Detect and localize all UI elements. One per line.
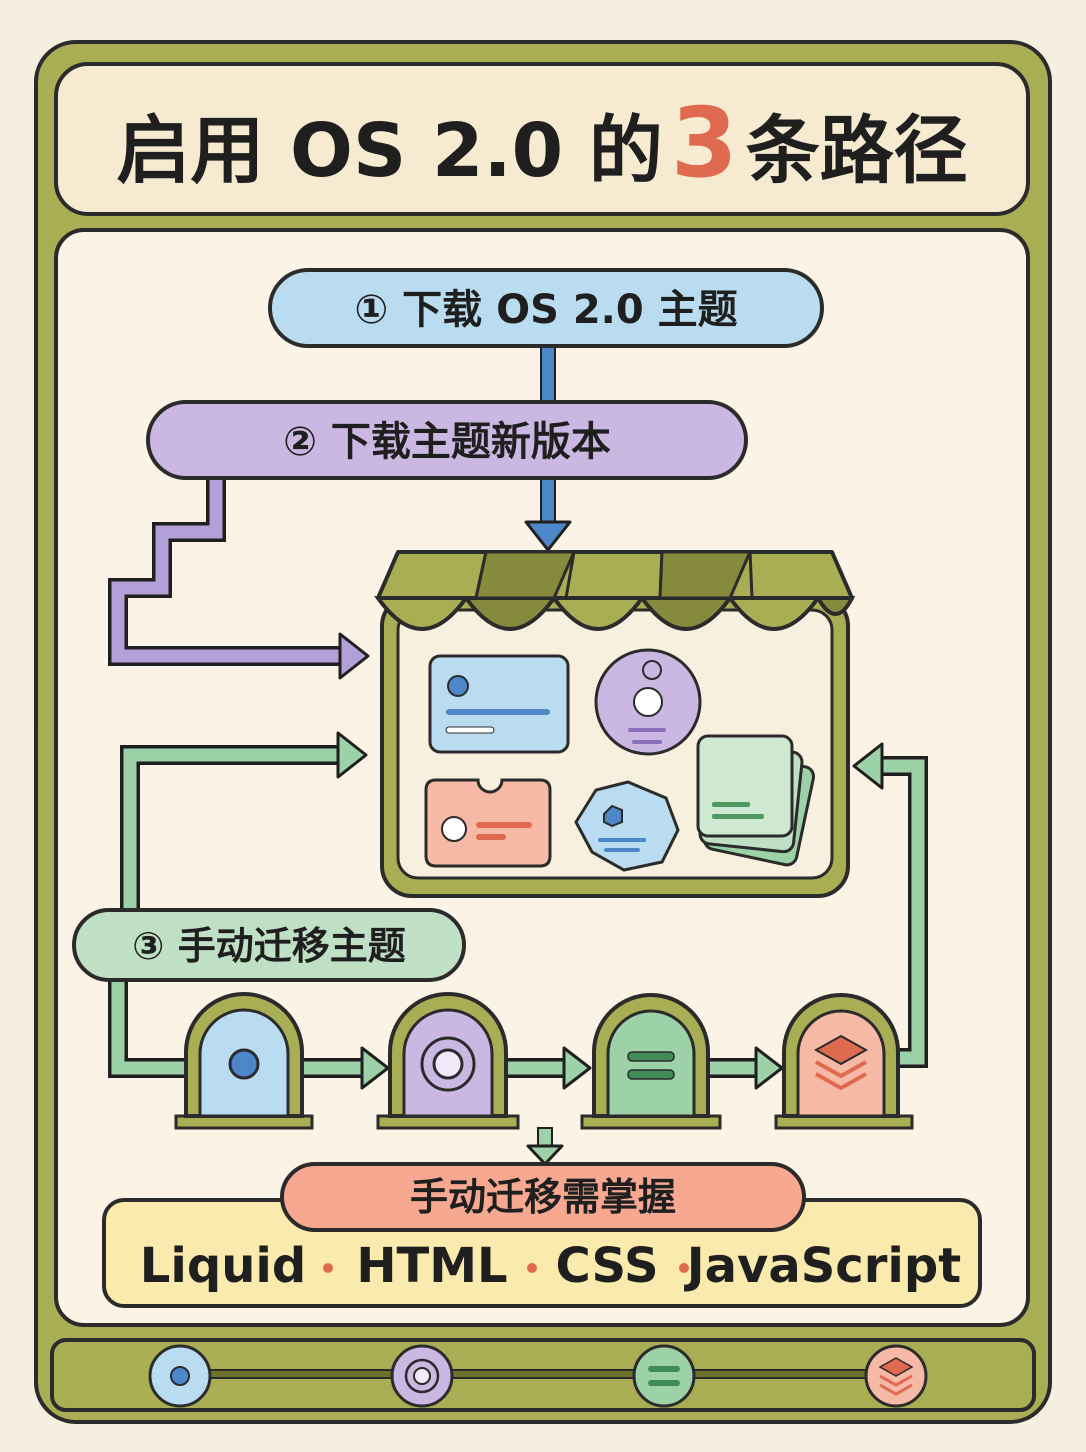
skills-box: 手动迁移需掌握 Liquid HTML CSS JavaScript bbox=[102, 1162, 982, 1308]
green-theme-stack bbox=[696, 734, 816, 867]
layers-icon bbox=[813, 1034, 869, 1090]
bottom-step-bar bbox=[50, 1338, 1036, 1412]
path-pill-2: ② 下载主题新版本 bbox=[146, 400, 748, 480]
green-connector-doors bbox=[108, 742, 928, 1090]
coral-theme-ticket bbox=[424, 778, 552, 868]
skills-label-pill bbox=[280, 1162, 806, 1232]
green-connector-left bbox=[120, 731, 368, 925]
skill-item-liquid: Liquid bbox=[140, 1238, 306, 1294]
skill-item-html: HTML bbox=[356, 1238, 507, 1294]
separator-dot bbox=[527, 1263, 537, 1273]
theme-store-illustration bbox=[374, 550, 856, 898]
dot-icon bbox=[228, 1048, 260, 1080]
blue-theme-card bbox=[428, 654, 570, 754]
door-step-1 bbox=[174, 992, 314, 1130]
path-label-1: ① 下载 OS 2.0 主题 bbox=[354, 287, 737, 333]
purple-connector bbox=[108, 478, 370, 680]
blue-theme-hexagon bbox=[574, 780, 680, 872]
door-step-4 bbox=[774, 993, 914, 1130]
path-pill-1: ① 下载 OS 2.0 主题 bbox=[268, 268, 824, 348]
equals-icon bbox=[627, 1051, 675, 1080]
skills-label: 手动迁移需掌握 bbox=[410, 1175, 676, 1219]
separator-dot bbox=[679, 1263, 689, 1273]
door-step-2 bbox=[376, 992, 520, 1130]
bottom-target-icon bbox=[390, 1344, 454, 1408]
store-awning bbox=[374, 550, 856, 631]
bottom-equals-icon bbox=[632, 1344, 696, 1408]
target-icon bbox=[420, 1036, 476, 1092]
skill-item-javascript: JavaScript bbox=[684, 1238, 961, 1294]
purple-theme-disc bbox=[594, 648, 702, 756]
path-label-3: ③ 手动迁移主题 bbox=[132, 924, 405, 968]
bottom-dot-icon bbox=[148, 1344, 212, 1408]
path-label-2: ② 下载主题新版本 bbox=[283, 419, 611, 465]
door-step-3 bbox=[580, 993, 722, 1130]
separator-dot bbox=[323, 1263, 333, 1273]
skills-arrow bbox=[526, 1127, 564, 1166]
bottom-layers-icon bbox=[864, 1344, 928, 1408]
path-pill-3: ③ 手动迁移主题 bbox=[72, 908, 466, 982]
skill-item-css: CSS bbox=[555, 1238, 658, 1294]
